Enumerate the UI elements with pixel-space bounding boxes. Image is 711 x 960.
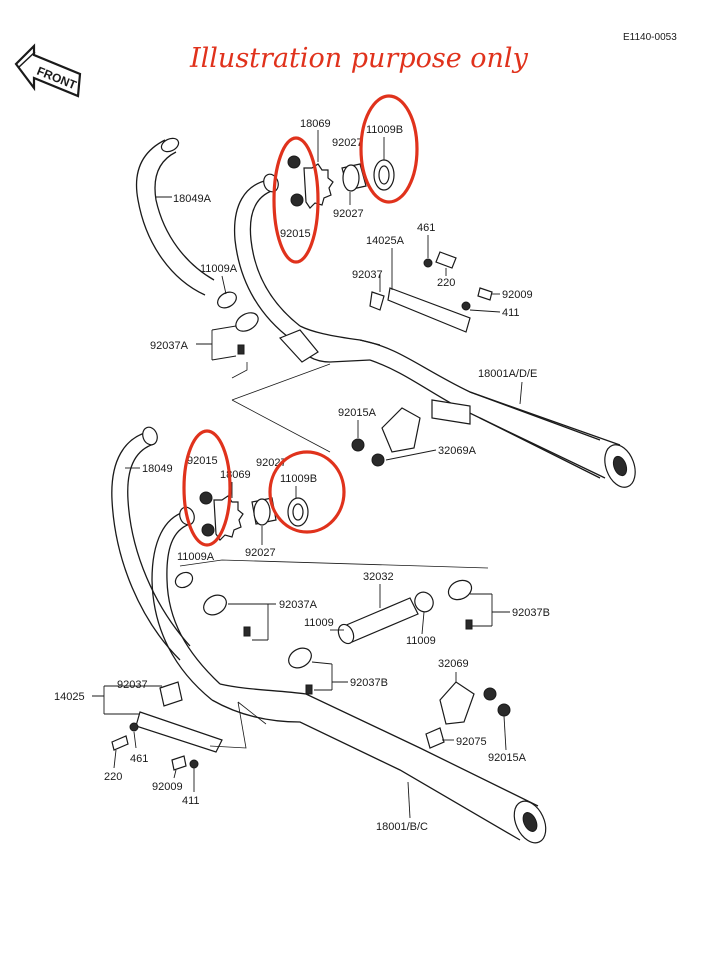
label-411-lower: 411 (182, 795, 200, 807)
label-18049: 18049 (142, 463, 173, 475)
label-18049a: 18049A (173, 193, 212, 205)
label-461-upper: 461 (417, 222, 435, 234)
label-92009-upper: 92009 (502, 289, 533, 301)
label-92037b-right: 92037B (512, 607, 550, 619)
highlight-circle-92015-upper (272, 136, 320, 264)
label-92037b: 92037B (350, 677, 388, 689)
label-18069-lower: 18069 (220, 469, 251, 481)
label-11009-lower-b: 11009 (406, 635, 436, 647)
illustration-note: Illustration purpose only (189, 43, 529, 74)
label-92037a-upper: 92037A (150, 340, 189, 352)
upper-labels: 18049A 18069 92027 11009B 92027 92015 14… (150, 118, 537, 461)
label-411-upper: 411 (502, 307, 520, 319)
label-92027-upper-b: 92027 (333, 208, 364, 220)
label-461-lower: 461 (130, 753, 148, 765)
label-220-lower: 220 (104, 771, 122, 783)
label-92015-lower: 92015 (187, 455, 218, 467)
upper-exhaust-assembly (136, 137, 636, 488)
header-pipe-18049 (111, 431, 191, 661)
label-11009b-lower: 11009B (280, 473, 317, 485)
highlight-circles (182, 94, 419, 547)
lower-exhaust-assembly (111, 426, 547, 844)
label-92075: 92075 (456, 736, 487, 748)
label-92009-lower: 92009 (152, 781, 183, 793)
label-32069: 32069 (438, 658, 469, 670)
label-11009a-lower: 11009A (177, 551, 215, 563)
header-pipe-lower-inner (151, 511, 221, 701)
label-11009a-upper: 11009A (200, 263, 238, 275)
drawing-code: E1140-0053 (623, 32, 677, 43)
label-11009b-upper: 11009B (366, 124, 403, 136)
label-11009-lower-a: 11009 (304, 617, 334, 629)
label-92015-upper: 92015 (280, 228, 311, 240)
nut-92015-lower-a (199, 491, 213, 505)
header-pipe-18049-inner (233, 179, 301, 341)
nut-92015-upper-a (287, 155, 301, 169)
nut-92015-upper-b (290, 193, 304, 207)
header-pipe-18049a (136, 139, 215, 296)
highlight-circle-11009b-lower (268, 450, 346, 534)
highlight-circle-92015-lower (182, 429, 232, 547)
muffler-18001ade (359, 339, 601, 479)
label-220-upper: 220 (437, 277, 455, 289)
label-14025a: 14025A (366, 235, 405, 247)
front-arrow-icon: FRONT (14, 43, 82, 98)
label-18001bc: 18001/B/C (376, 821, 428, 833)
label-92037-upper: 92037 (352, 269, 383, 281)
label-92027-upper-a: 92027 (332, 137, 363, 149)
lower-labels: 18049 92015 18069 92027 11009B 92027 110… (54, 455, 550, 833)
label-92027-lower-b: 92027 (245, 547, 276, 559)
label-92015a-upper: 92015A (338, 407, 377, 419)
label-14025: 14025 (54, 691, 85, 703)
label-18001ade: 18001A/D/E (478, 368, 537, 380)
label-18069-upper: 18069 (300, 118, 331, 130)
highlight-circle-11009b-upper (359, 94, 419, 204)
label-92015a-lower: 92015A (488, 752, 527, 764)
label-92037a-lower: 92037A (279, 599, 318, 611)
label-32069a: 32069A (438, 445, 477, 457)
label-32032: 32032 (363, 571, 394, 583)
label-92037-lower: 92037 (117, 679, 148, 691)
nut-92015-lower-b (201, 523, 215, 537)
